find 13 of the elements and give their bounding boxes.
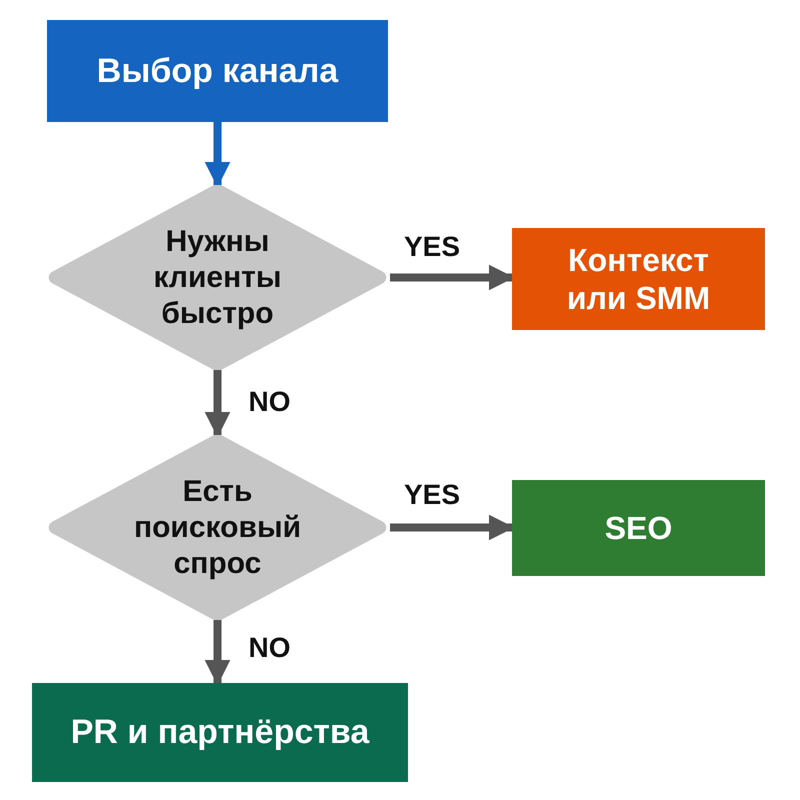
- process-box: [512, 480, 765, 576]
- node-label: Выбор канала: [96, 50, 338, 92]
- node-label: PR и партнёрства: [70, 712, 370, 753]
- arrow: [204, 370, 230, 438]
- node-label: Есть поисковый спрос: [132, 474, 302, 582]
- node-label: Нужны клиенты быстро: [152, 224, 282, 332]
- arrow: [204, 122, 230, 188]
- process-box: [47, 20, 388, 122]
- arrow: [204, 620, 230, 686]
- process-box: [512, 228, 765, 330]
- process-box: [32, 683, 408, 782]
- node-label: Контекст или SMM: [566, 240, 712, 318]
- node-label: SEO: [604, 508, 672, 548]
